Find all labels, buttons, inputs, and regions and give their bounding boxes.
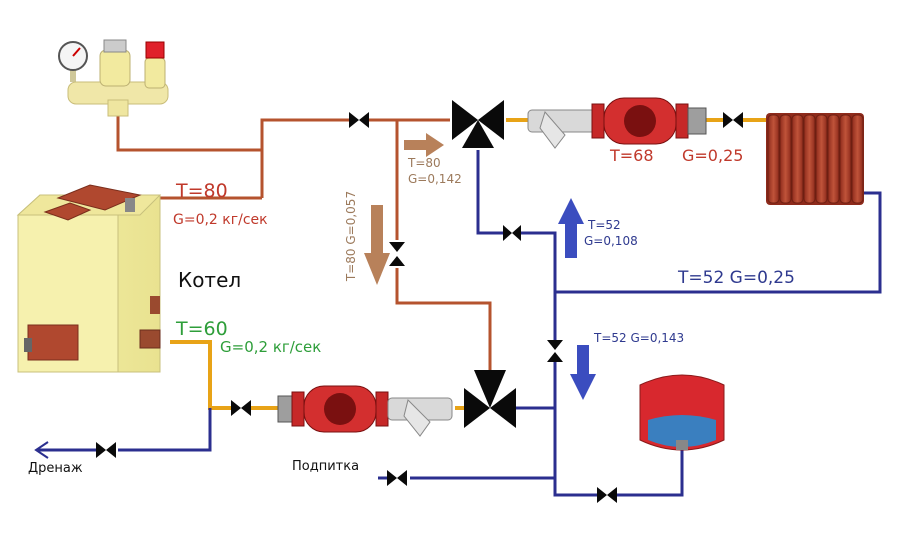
return-down-label: T=52 G=0,143 (594, 331, 685, 345)
boiler-icon (16, 184, 162, 373)
drain-label: Дренаж (28, 461, 83, 476)
radiator-temp: T=68 (610, 146, 654, 165)
radiator-flow: G=0,25 (682, 146, 744, 165)
upper-pump-icon (527, 97, 707, 149)
mix-upper-temp: T=80 (408, 156, 441, 170)
boiler-supply-flow: G=0,2 кг/сек (173, 212, 268, 228)
return-branch-temp: T=52 (588, 218, 621, 232)
boiler-label: Котел (178, 268, 242, 292)
return-pipes (38, 150, 882, 497)
drain-arrow-icon (34, 441, 49, 459)
boiler-supply-temp: T=80 (176, 180, 228, 202)
bypass-label: T=80 G=0,057 (344, 190, 359, 282)
flow-arrow-right-icon (404, 133, 444, 157)
upper-three-way-valve-icon (452, 100, 504, 148)
supply-pipes (116, 100, 492, 380)
flow-arrow-up-icon (558, 198, 584, 258)
safety-group-icon (58, 39, 169, 117)
boiler-return-temp: T=60 (176, 318, 228, 340)
lower-pump-icon (277, 385, 453, 437)
shutoff-valve-icons (96, 112, 743, 503)
mix-upper-flow: G=0,142 (408, 172, 462, 186)
boiler-return-pipe (170, 118, 768, 410)
return-main-label: T=52 G=0,25 (678, 268, 795, 288)
boiler-return-flow: G=0,2 кг/сек (220, 338, 322, 356)
expansion-tank-icon (639, 374, 725, 451)
radiator-icon (766, 113, 864, 205)
makeup-label: Подпитка (292, 459, 360, 474)
return-branch-flow: G=0,108 (584, 234, 638, 248)
flow-arrow-down-blue-icon (570, 345, 596, 400)
flow-arrow-down-brown-icon (364, 205, 390, 285)
lower-three-way-valve-icon (464, 370, 516, 428)
